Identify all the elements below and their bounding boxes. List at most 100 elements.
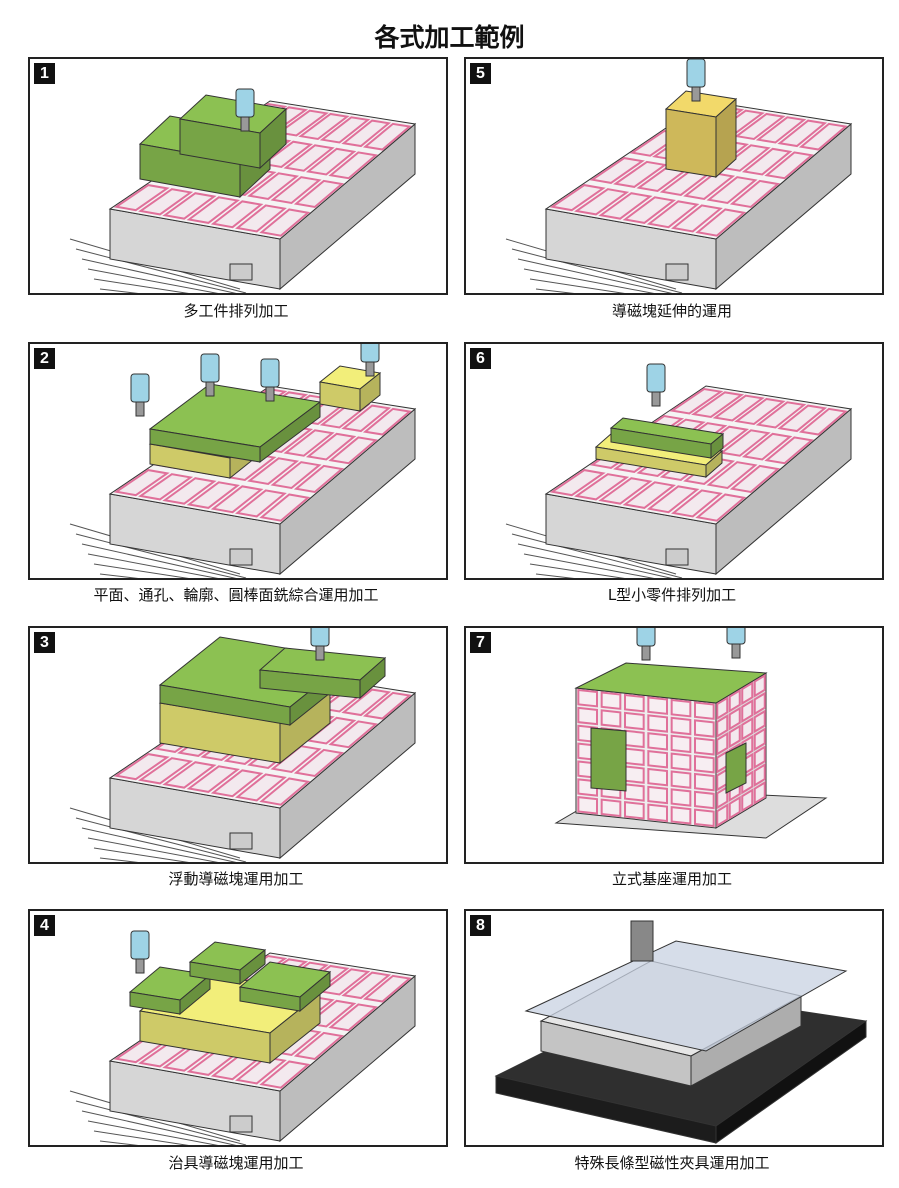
pole-cell: [695, 493, 747, 522]
pole-cell: [362, 974, 412, 1003]
table-rail: [523, 553, 655, 578]
pole-cell: [670, 698, 692, 718]
pole-cell: [694, 737, 715, 756]
pole-cell: [210, 769, 264, 798]
pole-cell: [319, 116, 371, 144]
cutting-tool-icon: [686, 59, 706, 102]
caption: 治具導磁塊運用加工: [168, 1154, 304, 1172]
cutting-tool-icon: [130, 373, 150, 417]
panel-number: 3: [34, 632, 55, 653]
pole-cell: [341, 688, 392, 717]
table-rail: [511, 248, 683, 293]
pole-cell: [694, 772, 715, 792]
pole-cell: [341, 119, 392, 148]
end-mill-icon: [630, 920, 654, 962]
pole-cell: [186, 481, 241, 509]
table-rail: [93, 563, 189, 578]
cutting-tool-icon: [726, 628, 746, 659]
pole-cell: [549, 184, 606, 212]
pole-cell: [624, 711, 645, 731]
pole-cell: [589, 157, 645, 184]
pole-cell: [716, 696, 729, 721]
pole-cell: [706, 461, 758, 490]
pole-cell: [670, 770, 692, 789]
pole-cell: [613, 160, 668, 188]
pole-cell: [755, 401, 807, 429]
pole-cell: [235, 1056, 287, 1085]
pole-cell: [138, 757, 194, 785]
panel-4: 4: [28, 909, 448, 1147]
caption: 平面、通孔、輪廓、圓棒面銑綜合運用加工: [93, 586, 379, 604]
pole-cell: [694, 719, 715, 738]
cutting-tool-icon: [260, 358, 280, 402]
pole-cell: [753, 727, 766, 752]
pole-cell: [235, 204, 287, 233]
cutting-tool-icon: [310, 628, 330, 661]
panel-number: 4: [34, 915, 55, 936]
pole-cell: [293, 1031, 345, 1061]
connector-box: [229, 548, 253, 566]
pole-cell: [646, 200, 700, 229]
illustration-vertical-base: [554, 628, 828, 839]
pole-cell: [753, 691, 766, 716]
pole-cell: [647, 803, 668, 823]
pole-cell: [728, 706, 741, 731]
pole-cell: [647, 749, 668, 769]
table-rail: [99, 1140, 139, 1145]
table-rail: [523, 268, 655, 293]
pole-block-side: [705, 449, 723, 479]
caption: 多工件排列加工: [183, 302, 289, 320]
table-rail: [81, 1110, 237, 1145]
table-rail: [87, 553, 219, 578]
pole-cell: [600, 798, 622, 818]
side-workpiece-front: [590, 727, 627, 792]
pole-cell: [695, 208, 747, 237]
pole-cell: [362, 691, 412, 720]
table-rail: [87, 837, 219, 862]
pole-cell: [764, 151, 815, 180]
table-rail: [87, 268, 219, 293]
pole-cell: [235, 773, 287, 802]
pole-cell: [328, 720, 379, 749]
cutting-tool-icon: [636, 628, 656, 661]
angle-plate-side: [715, 97, 737, 179]
pole-cell: [694, 790, 715, 810]
workpiece-side: [710, 432, 724, 460]
pole-cell: [305, 147, 357, 176]
panel-7: 7: [464, 626, 884, 864]
pole-cell: [671, 204, 723, 233]
illustration-small-parts: [505, 363, 853, 578]
pole-cell: [719, 429, 771, 457]
table-rail: [87, 1120, 219, 1145]
pole-cell: [362, 122, 412, 151]
pole-cell: [712, 394, 765, 422]
caption: 立式基座運用加工: [611, 870, 732, 888]
panel-6: 6: [464, 342, 884, 580]
pole-cell: [362, 407, 412, 436]
pole-cell: [670, 788, 692, 807]
pole-cell: [647, 732, 668, 751]
pole-cell: [741, 681, 754, 706]
connector-box: [665, 548, 689, 566]
pole-cell: [753, 709, 766, 734]
pole-cell: [741, 432, 793, 461]
table-rail: [93, 278, 189, 293]
pole-cell: [328, 1003, 379, 1032]
pole-cell: [753, 763, 766, 787]
pole-cell: [328, 436, 379, 465]
panel-number: 5: [470, 63, 491, 84]
panel-number: 6: [470, 348, 491, 369]
illustration-long-chuck: [494, 920, 868, 1144]
pole-cell: [683, 172, 736, 201]
pole-cell: [670, 716, 692, 736]
pole-cell: [728, 724, 741, 749]
pole-cell: [669, 387, 724, 415]
table-rail: [99, 288, 139, 293]
pole-cell: [729, 179, 781, 209]
pole-cell: [574, 188, 630, 216]
pole-cell: [298, 112, 350, 141]
pole-cell: [622, 481, 677, 509]
pole-cell: [600, 691, 622, 710]
base-side: [715, 1020, 867, 1144]
pole-cell: [186, 196, 241, 224]
